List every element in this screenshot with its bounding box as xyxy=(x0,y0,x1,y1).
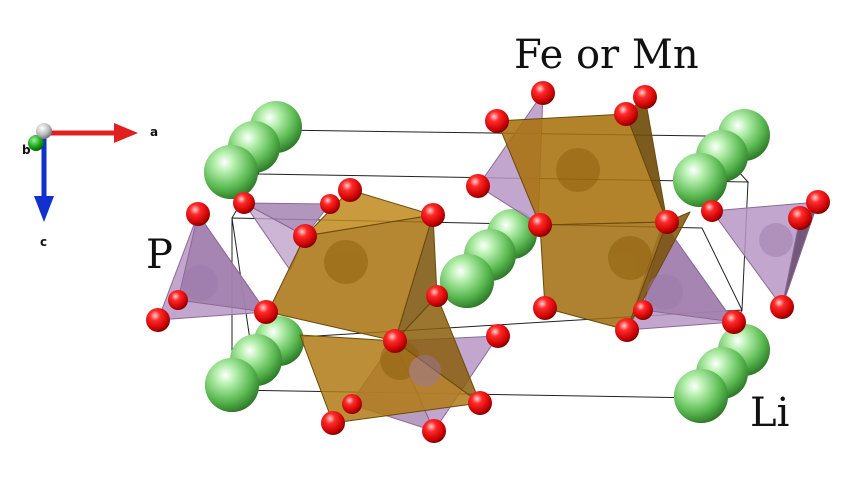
o-atom xyxy=(633,85,657,109)
o-atom xyxy=(615,318,639,342)
o-atom xyxy=(168,290,188,310)
o-atom xyxy=(614,102,638,126)
o-atom xyxy=(722,310,746,334)
o-atom xyxy=(342,394,362,414)
o-atoms xyxy=(146,81,830,443)
o-atom xyxy=(320,194,340,214)
o-atom xyxy=(806,190,830,214)
o-atom xyxy=(788,206,812,230)
fe-mn-atom xyxy=(556,148,600,192)
p-atom xyxy=(409,355,441,387)
o-atom xyxy=(338,178,362,202)
o-atom xyxy=(426,285,448,307)
o-atom xyxy=(633,300,653,320)
o-atom xyxy=(701,200,723,222)
axis-c-label: c xyxy=(40,235,48,249)
p-atom xyxy=(759,223,793,257)
li-label: Li xyxy=(750,390,790,436)
o-atom xyxy=(466,174,490,198)
o-atom xyxy=(146,308,170,332)
p-tetrahedron xyxy=(781,201,819,308)
o-atom xyxy=(321,411,345,435)
o-atom xyxy=(655,210,679,234)
o-atom xyxy=(485,109,509,133)
p-atom xyxy=(182,265,218,301)
li-atom xyxy=(440,254,494,308)
o-atom xyxy=(528,213,552,237)
o-atom xyxy=(533,296,557,320)
o-atom xyxy=(422,419,446,443)
p-tetrahedron xyxy=(177,213,267,313)
o-atom xyxy=(421,203,445,227)
p-atom xyxy=(647,274,683,310)
o-atom xyxy=(233,192,255,214)
li-atom xyxy=(205,358,259,412)
o-atom xyxy=(770,295,794,319)
li-atom xyxy=(674,369,728,423)
li-atom xyxy=(673,153,727,207)
o-atom xyxy=(486,324,510,348)
fe-mn-atom xyxy=(608,236,652,280)
o-atom xyxy=(383,329,407,353)
li-atom xyxy=(204,145,258,199)
o-atom xyxy=(468,391,492,415)
o-atom xyxy=(186,202,210,226)
o-atom xyxy=(293,224,317,248)
axis-a-label: a xyxy=(150,125,159,139)
fe-mn-atom xyxy=(324,240,368,284)
li-atoms-front xyxy=(204,145,728,423)
axis-a-arrowhead xyxy=(114,123,138,143)
o-atom xyxy=(254,300,278,324)
axis-c-arrowhead xyxy=(34,196,54,222)
inner-cations xyxy=(182,148,793,387)
axis-origin xyxy=(36,123,52,139)
o-atom xyxy=(531,81,555,105)
fe-mn-label: Fe or Mn xyxy=(514,32,699,78)
p-label: P xyxy=(146,232,173,278)
fe-mn-octahedron xyxy=(625,96,668,223)
fe-mn-octahedron xyxy=(394,295,481,404)
axis-b-label: b xyxy=(22,143,31,157)
axis-b-marker xyxy=(28,135,44,151)
axis-triad xyxy=(28,123,138,222)
